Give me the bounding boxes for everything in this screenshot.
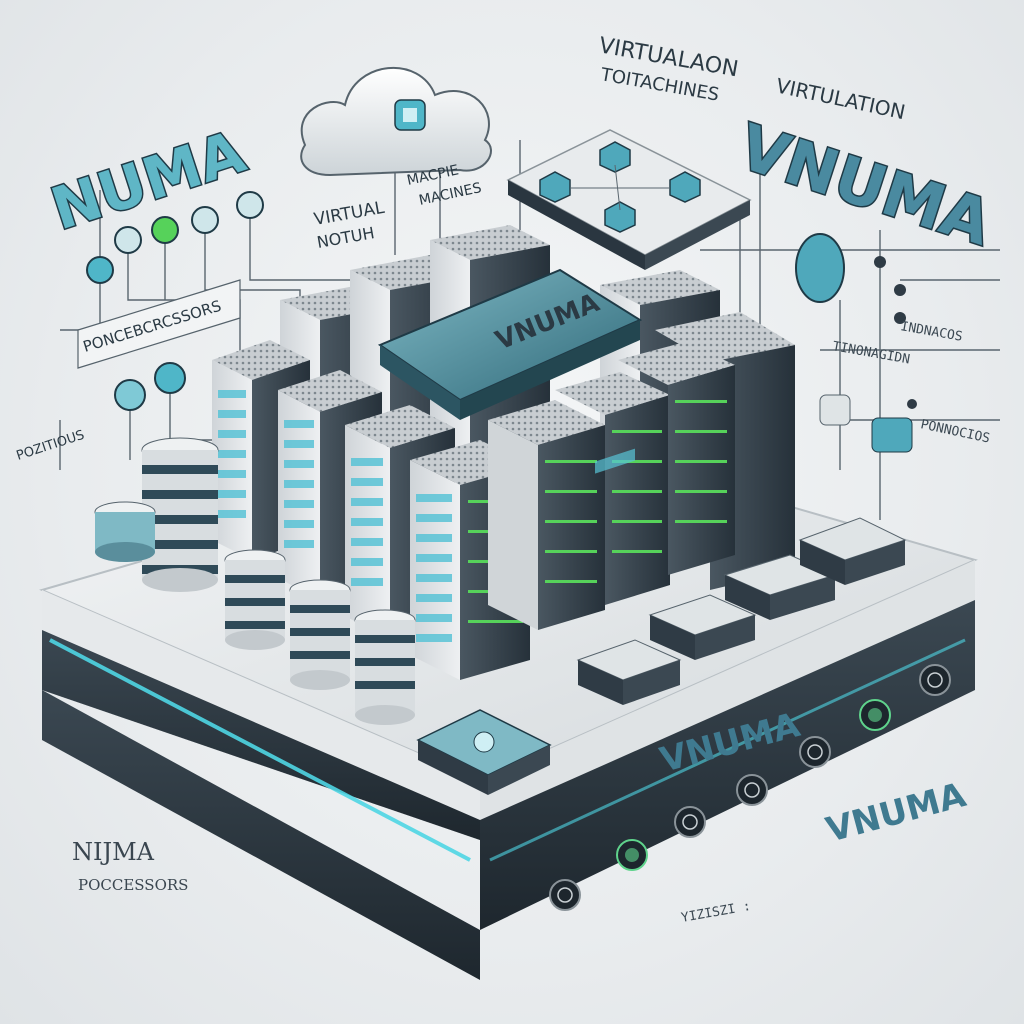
node-left-5 [236, 191, 264, 219]
chip-module-front [416, 709, 552, 795]
storage-disk-small [94, 501, 156, 562]
processor-modules [416, 448, 907, 795]
storage-stack-3 [289, 579, 351, 690]
rack-6 [555, 372, 670, 605]
label-small-right-2: INDNACOS [899, 319, 963, 345]
label-small-right-1: TINONAGIDN [831, 339, 911, 367]
switch-node-3 [669, 171, 701, 203]
node-right-small-1 [874, 256, 886, 268]
label-vnuma-front: VNUMA [822, 775, 971, 851]
node-left-2 [114, 226, 142, 254]
node-right-cyl-2 [871, 417, 913, 453]
cloud-icon [300, 66, 492, 177]
base-buttons [549, 664, 951, 911]
storage-stacks [94, 437, 416, 725]
storage-stack-2 [224, 549, 286, 650]
node-right-cyl-1 [819, 394, 851, 426]
base-button-1 [549, 879, 581, 911]
processor-module-2 [648, 594, 757, 660]
processor-module-4 [798, 517, 907, 585]
label-small-bottom: YIZISZI : [680, 899, 752, 926]
label-virtulation: VIRTULATION [774, 73, 908, 124]
numa-title: NUMA [43, 117, 253, 243]
cloud-chip-icon [394, 99, 426, 131]
node-right-dot [907, 399, 917, 409]
label-small-right-3: PONNOCIOS [919, 417, 991, 446]
processor-module-1 [576, 448, 682, 705]
base-button-2 [616, 839, 648, 871]
node-right-small-3 [894, 312, 906, 324]
label-pozitious: POZITIOUS [15, 428, 87, 464]
base-button-5 [799, 736, 831, 768]
vnuma-title-right: VNUMA [730, 110, 1000, 260]
switch-node-1 [599, 141, 631, 173]
node-left-1 [86, 256, 114, 284]
node-left-7 [154, 362, 186, 394]
node-right-small-2 [894, 284, 906, 296]
node-left-4 [191, 206, 219, 234]
node-left-6 [114, 379, 146, 411]
storage-stack-4 [354, 609, 416, 725]
floating-nodes [86, 191, 917, 453]
node-right-big [795, 233, 845, 303]
switch-node-4 [604, 201, 636, 233]
label-processors-bottom: POCCESSORS [78, 876, 188, 894]
base-button-4 [736, 774, 768, 806]
rack-5 [488, 400, 605, 630]
rack-7 [618, 342, 735, 575]
base-button-3 [674, 806, 706, 838]
vnuma-central-panel: VNUMA [377, 268, 643, 420]
node-left-3 [151, 216, 179, 244]
label-virtual: VIRTUAL [312, 198, 386, 230]
switch-node-2 [539, 171, 571, 203]
network-switch [506, 129, 752, 270]
base-button-7 [919, 664, 951, 696]
label-numa-bottom: NIJMA [72, 838, 155, 866]
processors-label-box: PONCEBCRCSSORS [77, 279, 241, 369]
base-button-6 [859, 699, 891, 731]
